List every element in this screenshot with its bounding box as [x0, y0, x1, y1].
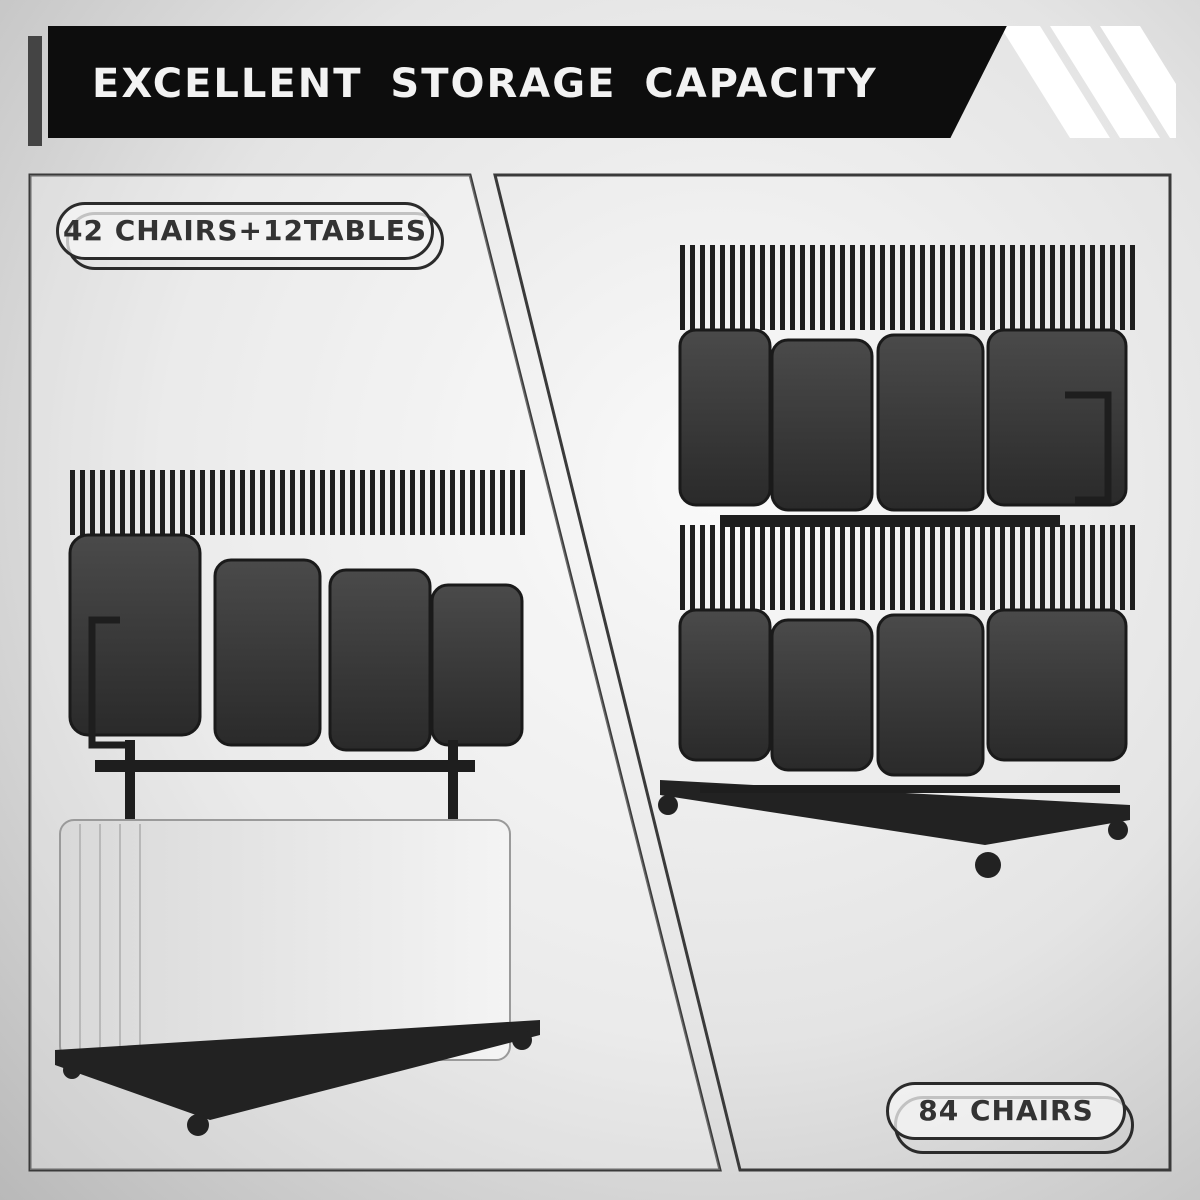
chair-back — [328, 568, 432, 752]
chair-back — [678, 328, 772, 507]
diagonal-stripes-icon — [1000, 26, 1176, 138]
chair-back — [986, 608, 1128, 762]
chair-back — [678, 608, 772, 762]
right-caption-pill — [886, 1082, 1126, 1140]
banner-edge — [28, 36, 42, 146]
right-caption: 84 CHAIRS — [918, 1094, 1094, 1127]
caster-wheel — [1108, 820, 1128, 840]
chair-back — [770, 338, 874, 512]
chair-back — [68, 533, 202, 737]
chair-back — [770, 618, 874, 772]
chair-back — [430, 583, 524, 747]
chair-back — [876, 613, 985, 777]
chair-back — [986, 328, 1128, 507]
folding-table — [59, 819, 511, 1061]
left-panel-frame — [28, 173, 722, 1172]
banner-title: EXCELLENT STORAGE CAPACITY — [92, 61, 878, 107]
caster-wheel — [63, 1061, 81, 1079]
chair-back — [213, 558, 322, 747]
header-banner — [48, 26, 1007, 138]
chair-back — [876, 333, 985, 512]
caster-wheel — [512, 1030, 532, 1050]
left-caption: 42 CHAIRS+12TABLES — [62, 214, 427, 247]
right-cart — [658, 245, 1135, 878]
left-caption-pill — [56, 202, 434, 260]
caster-wheel — [658, 795, 678, 815]
caster-wheel — [187, 1114, 209, 1136]
caster-wheel — [975, 852, 1001, 878]
left-cart — [55, 470, 540, 1136]
right-panel-frame — [493, 173, 1172, 1172]
